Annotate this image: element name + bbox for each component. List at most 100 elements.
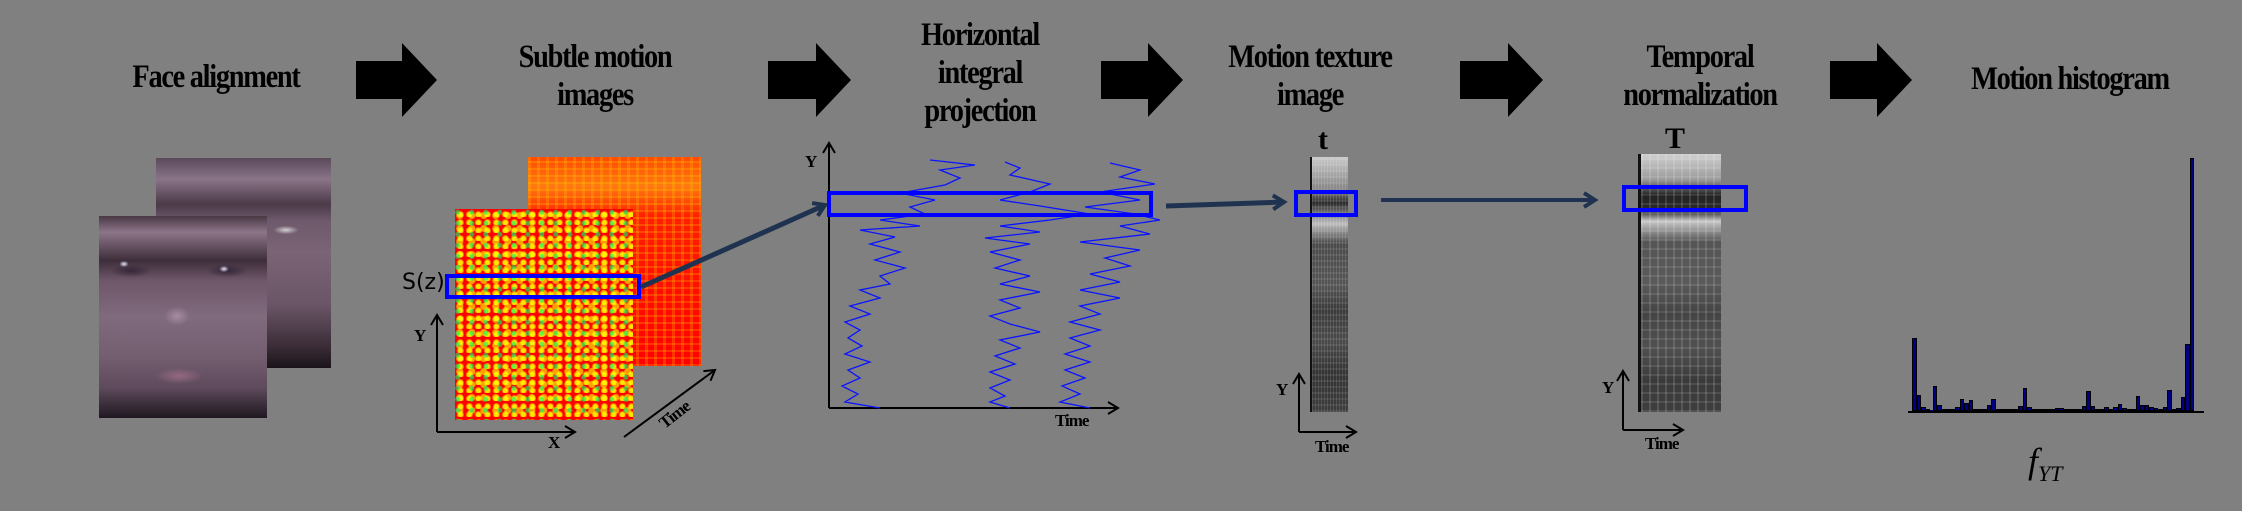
projection-curve-2 — [984, 161, 1091, 409]
stage-title-face-alignment: Face alignment — [132, 59, 300, 95]
histogram-bar — [1955, 406, 1960, 411]
histogram-bar — [2135, 395, 2141, 411]
histogram-bar — [2104, 406, 2109, 411]
projection-y-label: Y — [805, 152, 817, 171]
histogram-bar — [2004, 409, 2010, 411]
histogram-bar — [1959, 398, 1965, 411]
histogram-baseline — [1908, 411, 2204, 413]
histogram-bar — [1950, 408, 1956, 411]
histogram-bar — [1991, 398, 1996, 411]
histogram-bar — [2045, 409, 2050, 411]
histogram-bars — [1912, 158, 2195, 411]
block-arrow-icon — [1460, 43, 1543, 117]
texture-t-y-label: Y — [1276, 380, 1288, 399]
projection-time-label: Time — [1055, 411, 1089, 430]
histogram-bar — [1932, 386, 1938, 411]
histogram-bar — [2036, 409, 2041, 411]
histogram-bar — [1925, 408, 1931, 411]
histogram-bar — [1995, 408, 2001, 411]
texture-t-axes — [1292, 372, 1358, 439]
histogram-label-subscript: YT — [2038, 461, 2063, 487]
histogram-bar — [1921, 406, 1926, 411]
histogram-bar — [2189, 158, 2195, 411]
block-arrow-icon — [356, 43, 437, 117]
histogram-bar — [1973, 408, 1978, 411]
histogram-bar — [2000, 408, 2005, 411]
histogram-bar — [2117, 403, 2123, 411]
texture-t-highlight-box — [1294, 190, 1358, 217]
histogram-bar — [1968, 399, 1974, 411]
histogram-bar — [2068, 408, 2073, 411]
histogram-bar — [1964, 402, 1969, 411]
motion-x-label: X — [548, 433, 560, 452]
stage-title-horizontal-integral-projection: Horizontal integral projection — [921, 17, 1040, 129]
histogram-bar — [2158, 408, 2163, 411]
projection-highlight-box — [827, 191, 1153, 217]
motion-axes — [430, 313, 717, 439]
histogram-bar — [1946, 408, 1951, 411]
motion-image-front — [455, 209, 633, 420]
histogram-bar — [2113, 406, 2118, 411]
histogram-bar — [2090, 405, 2096, 411]
histogram-bar — [2180, 396, 2186, 411]
histogram-bar — [1986, 404, 1992, 411]
stage-title-motion-texture-image: Motion texture image — [1228, 39, 1393, 113]
time-axis-line — [623, 368, 717, 438]
histogram-bar — [2040, 409, 2046, 411]
histogram-bar — [2162, 406, 2168, 411]
histogram-bar — [2153, 407, 2159, 411]
histogram-bar — [2013, 408, 2019, 411]
histogram-bar — [1982, 408, 1987, 411]
texture-T-header: T — [1665, 122, 1685, 155]
projection-curve-1 — [840, 159, 976, 409]
connector-arrow-1 — [639, 201, 829, 290]
histogram-bar — [2059, 407, 2064, 411]
motion-texture-image-t — [1310, 157, 1348, 412]
histogram-bar — [2063, 408, 2069, 411]
histogram-bar — [2108, 408, 2114, 411]
texture-t-time-label: Time — [1315, 437, 1349, 456]
histogram-bar — [2072, 408, 2078, 411]
histogram-bar — [2131, 408, 2136, 411]
histogram-bar — [2049, 408, 2055, 411]
stage-title-motion-histogram: Motion histogram — [1971, 61, 2170, 97]
histogram-bar — [2099, 408, 2105, 411]
texture-T-highlight-box — [1622, 185, 1748, 212]
histogram-label: fYT — [2028, 440, 2063, 487]
histogram-bar — [2140, 404, 2145, 411]
histogram-bar — [1977, 408, 1983, 411]
sz-highlight-box — [445, 274, 641, 299]
histogram-bar — [2185, 343, 2190, 411]
histogram-bar — [2027, 406, 2032, 411]
histogram-bar — [2149, 406, 2154, 411]
histogram-bar — [2144, 404, 2150, 411]
histogram-bar — [2095, 408, 2100, 411]
face-image-front — [99, 216, 267, 418]
texture-T-axes — [1616, 369, 1685, 437]
histogram-bar — [2022, 388, 2028, 411]
stage-title-subtle-motion: Subtle motion images — [518, 39, 673, 113]
histogram-bar — [1930, 410, 1933, 411]
histogram-bar — [2126, 408, 2132, 411]
texture-T-time-label: Time — [1645, 434, 1679, 453]
histogram-bar — [2009, 409, 2014, 411]
histogram-bar — [2018, 405, 2023, 411]
histogram-bar — [2081, 405, 2087, 411]
block-arrow-icon — [768, 43, 851, 117]
s-z-label: S(z) — [402, 270, 445, 295]
histogram-bar — [1941, 408, 1947, 411]
histogram-bar — [2086, 390, 2091, 411]
motion-histogram-chart — [1908, 158, 2204, 413]
histogram-bar — [2031, 409, 2037, 411]
histogram-bar — [2176, 407, 2181, 411]
stage-title-temporal-normalization: Temporal normalization — [1623, 39, 1778, 113]
histogram-bar — [2167, 389, 2172, 411]
texture-T-y-label: Y — [1602, 378, 1614, 397]
histogram-bar — [1916, 394, 1922, 411]
histogram-label-f: f — [2028, 441, 2039, 481]
histogram-bar — [2122, 407, 2127, 411]
histogram-bar — [2077, 408, 2082, 411]
projection-curves — [840, 159, 1161, 409]
motion-y-label: Y — [414, 326, 426, 345]
